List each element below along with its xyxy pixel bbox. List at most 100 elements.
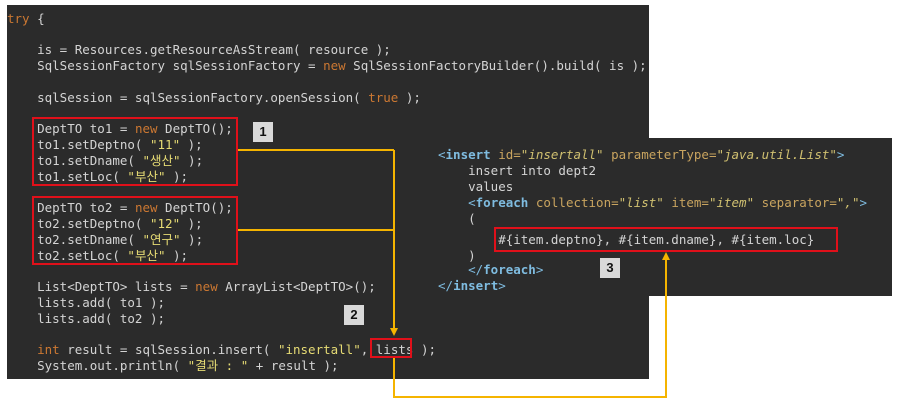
code-text: SqlSessionFactoryBuilder().build( is ); xyxy=(345,58,647,73)
string-literal: "부산" xyxy=(127,169,166,184)
tag-bracket: < xyxy=(438,147,446,162)
xml-line-item-placeholders: #{item.deptno}, #{item.dname}, #{item.lo… xyxy=(438,232,815,247)
code-line-to2-dname: to2.setDname( "연구" ); xyxy=(7,232,203,248)
xml-line-foreach-open: <foreach collection="list" item="item" s… xyxy=(438,195,867,211)
xml-line-close-paren: ) xyxy=(438,248,476,263)
code-text: to1.setLoc( xyxy=(7,169,128,184)
code-line-insert-call: int result = sqlSession.insert( "inserta… xyxy=(7,342,436,358)
code-line-to1-dname: to1.setDname( "생산" ); xyxy=(7,153,203,169)
attr-name: id= xyxy=(490,147,521,162)
string-literal: "12" xyxy=(150,216,181,231)
attr-value: "," xyxy=(836,195,860,210)
keyword: true xyxy=(368,90,399,105)
code-line-factory: SqlSessionFactory sqlSessionFactory = ne… xyxy=(7,58,647,74)
highlight-box-to1 xyxy=(32,117,238,186)
code-text: DeptTO to1 = xyxy=(7,121,135,136)
code-text: DeptTO to2 = xyxy=(7,200,135,215)
code-line-open-session: sqlSession = sqlSessionFactory.openSessi… xyxy=(7,90,421,106)
attr-value: "item" xyxy=(708,195,755,210)
code-line-add-to1: lists.add( to1 ); xyxy=(7,295,166,310)
code-text: + result ); xyxy=(248,358,339,373)
xml-line-open-paren: ( xyxy=(438,211,476,226)
code-text: { xyxy=(29,11,45,26)
code-line-to2-loc: to2.setLoc( "부산" ); xyxy=(7,248,188,264)
tag-bracket: </ xyxy=(438,262,484,277)
string-literal: "11" xyxy=(150,137,181,152)
code-text: SqlSessionFactory sqlSessionFactory = xyxy=(7,58,324,73)
code-text: ); xyxy=(165,248,189,263)
string-literal: "결과 : " xyxy=(187,358,249,373)
highlight-box-lists xyxy=(370,338,412,358)
code-text: ArrayList<DeptTO>(); xyxy=(217,279,376,294)
badge-1: 1 xyxy=(253,122,273,142)
xml-line-insert-open: <insert id="insertall" parameterType="ja… xyxy=(438,147,844,163)
code-line-to2-new: DeptTO to2 = new DeptTO(); xyxy=(7,200,233,216)
tag-bracket: > xyxy=(836,147,845,162)
code-text: to1.setDname( xyxy=(7,153,143,168)
keyword: int xyxy=(37,342,60,357)
attr-value: "insertall" xyxy=(520,147,604,162)
code-text: ); xyxy=(180,153,204,168)
keyword: new xyxy=(134,200,158,215)
xml-line-insert-into: insert into dept2 xyxy=(438,163,597,178)
attr-name: parameterType= xyxy=(603,147,717,162)
attr-name: separator= xyxy=(754,195,837,210)
string-literal: "insertall" xyxy=(277,342,361,357)
code-text: ); xyxy=(165,169,189,184)
xml-line-values: values xyxy=(438,179,514,194)
code-line-list-new: List<DeptTO> lists = new ArrayList<DeptT… xyxy=(7,279,376,295)
attr-name: item= xyxy=(663,195,709,210)
keyword: new xyxy=(323,58,346,73)
code-text: ); xyxy=(180,216,203,231)
tag-bracket: > xyxy=(535,262,544,277)
code-text: DeptTO(); xyxy=(157,200,233,215)
keyword: new xyxy=(195,279,218,294)
code-text: ); xyxy=(398,90,421,105)
code-text: ); xyxy=(180,232,204,247)
arrow-lists-to-foreach xyxy=(393,252,670,398)
badge-3: 3 xyxy=(600,258,620,278)
tag-name: foreach xyxy=(483,262,536,277)
tag-bracket: < xyxy=(438,195,476,210)
code-text: ); xyxy=(180,137,203,152)
code-text: to2.setDeptno( xyxy=(7,216,150,231)
code-text: sqlSession = sqlSessionFactory.openSessi… xyxy=(7,90,369,105)
keyword: new xyxy=(134,121,158,136)
tag-bracket: > xyxy=(859,195,868,210)
badge-2: 2 xyxy=(344,305,364,325)
attr-name: collection= xyxy=(528,195,619,210)
code-line-to2-deptno: to2.setDeptno( "12" ); xyxy=(7,216,203,232)
code-text: List<DeptTO> lists = xyxy=(7,279,196,294)
code-text: to2.setDname( xyxy=(7,232,143,247)
code-text: result = sqlSession.insert( xyxy=(59,342,278,357)
code-text: to1.setDeptno( xyxy=(7,137,150,152)
code-text: System.out.println( xyxy=(7,358,188,373)
attr-value: "java.util.List" xyxy=(716,147,837,162)
tag-name: insert xyxy=(445,147,491,162)
tag-name: insert xyxy=(453,278,499,293)
tag-bracket: > xyxy=(498,278,506,293)
keyword: try xyxy=(7,11,30,26)
code-line-try: try { xyxy=(7,11,45,27)
code-line-to1-loc: to1.setLoc( "부산" ); xyxy=(7,169,188,185)
string-literal: "연구" xyxy=(142,232,181,247)
attr-value: "list" xyxy=(618,195,664,210)
code-line-println: System.out.println( "결과 : " + result ); xyxy=(7,358,339,374)
code-text: to2.setLoc( xyxy=(7,248,128,263)
string-literal: "생산" xyxy=(142,153,181,168)
tag-name: foreach xyxy=(475,195,529,210)
code-text: , lists ); xyxy=(360,342,436,357)
code-text: DeptTO(); xyxy=(157,121,233,136)
code-line-resource: is = Resources.getResourceAsStream( reso… xyxy=(7,42,391,57)
code-line-add-to2: lists.add( to2 ); xyxy=(7,311,166,326)
tag-bracket: </ xyxy=(438,278,454,293)
code-line-to1-deptno: to1.setDeptno( "11" ); xyxy=(7,137,203,153)
string-literal: "부산" xyxy=(127,248,166,263)
xml-line-insert-close: </insert> xyxy=(438,278,506,294)
xml-line-foreach-close: </foreach> xyxy=(438,262,543,278)
mapper-xml-panel: <insert id="insertall" parameterType="ja… xyxy=(430,138,892,296)
code-line-to1-new: DeptTO to1 = new DeptTO(); xyxy=(7,121,233,137)
highlight-box-item-placeholders xyxy=(494,227,838,252)
highlight-box-to2 xyxy=(32,196,238,265)
